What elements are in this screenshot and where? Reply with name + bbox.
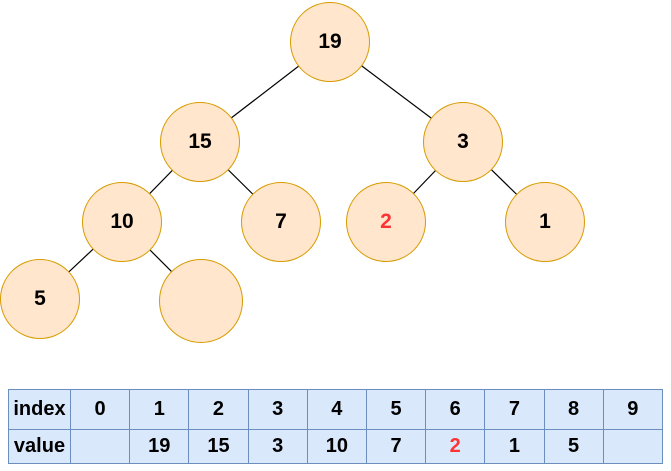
- tree-node-2: 2: [346, 182, 426, 262]
- tree-node-15: 15: [160, 102, 240, 182]
- index-cell-8: 8: [543, 389, 604, 430]
- value-cell-6-highlighted: 2: [425, 429, 486, 464]
- tree-node-1: 1: [505, 182, 585, 262]
- index-cell-7: 7: [484, 389, 545, 430]
- index-cell-9: 9: [602, 389, 664, 430]
- tree-node-10: 10: [82, 182, 162, 262]
- value-cell-3: 3: [247, 429, 308, 464]
- value-cell-7: 1: [484, 429, 545, 464]
- value-cell-0: [69, 429, 131, 464]
- value-cell-9: [602, 429, 664, 464]
- tree-node-3: 3: [423, 102, 503, 182]
- index-cell-2: 2: [188, 389, 249, 430]
- value-cell-8: 5: [543, 429, 604, 464]
- value-cell-5: 7: [365, 429, 427, 464]
- tree-node-5: 5: [0, 259, 80, 339]
- index-cell-0: 0: [69, 389, 131, 430]
- value-cell-2: 15: [188, 429, 249, 464]
- index-cell-1: 1: [129, 389, 190, 430]
- value-cell-4: 10: [306, 429, 367, 464]
- index-row: index 0 1 2 3 4 5 6 7 8 9: [8, 389, 664, 430]
- value-cell-1: 19: [129, 429, 190, 464]
- index-cell-3: 3: [247, 389, 308, 430]
- array-table: index 0 1 2 3 4 5 6 7 8 9 value 19 15 3 …: [8, 389, 664, 464]
- row-label-value: value: [8, 429, 71, 464]
- index-cell-4: 4: [306, 389, 367, 430]
- index-cell-6: 6: [425, 389, 486, 430]
- tree-node-19: 19: [290, 2, 370, 82]
- tree-node-empty: [159, 259, 243, 343]
- tree-node-7: 7: [241, 182, 321, 262]
- row-label-index: index: [8, 389, 71, 430]
- index-cell-5: 5: [365, 389, 427, 430]
- value-row: value 19 15 3 10 7 2 1 5: [8, 429, 664, 464]
